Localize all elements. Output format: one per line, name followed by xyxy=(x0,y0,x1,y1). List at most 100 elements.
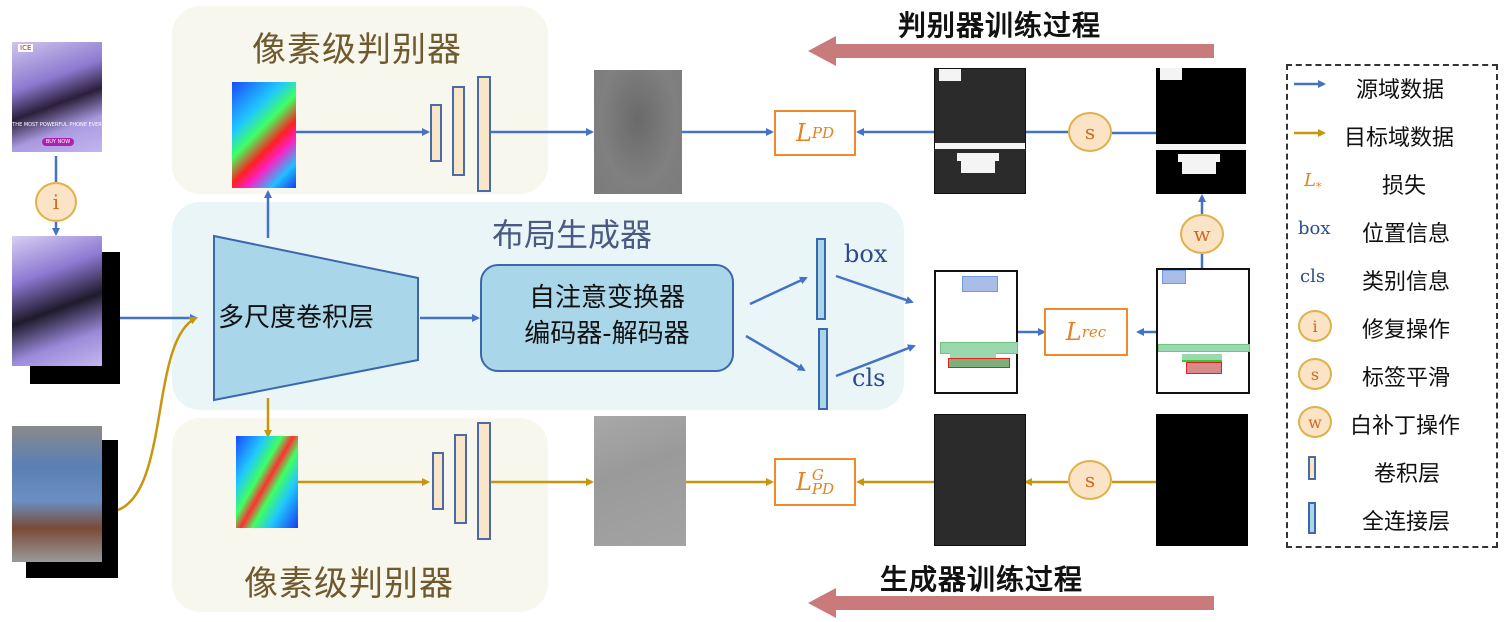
conv-layer-bottom-3 xyxy=(477,422,491,540)
loss-rec-sub: rec xyxy=(1081,323,1107,341)
inpaint-op-circle: i xyxy=(35,182,77,222)
ground-truth-layout-canvas xyxy=(1156,268,1250,394)
label-smooth-circle-bottom: s xyxy=(1068,460,1112,500)
disc-bottom-title: 像素级判别器 xyxy=(244,564,454,604)
loss-rec-main: L xyxy=(1065,318,1082,346)
arrow-transformer-to-cls-fc xyxy=(745,334,806,372)
source-poster-image: ICE THE MOST POWERFUL PHONE EVER BUY NOW xyxy=(12,42,102,152)
conv-layer-top-2 xyxy=(452,86,465,176)
conv-layer-bottom-2 xyxy=(454,434,467,524)
transformer-label-line1: 自注意变换器 xyxy=(528,283,685,313)
transformer-label-line2: 编码器-解码器 xyxy=(524,319,690,349)
arrow-transformer-to-box-fc xyxy=(749,276,808,306)
legend-label: 全连接层 xyxy=(1362,510,1451,535)
legend-label: 修复操作 xyxy=(1362,318,1451,343)
loss-pdg-sup: G xyxy=(811,466,824,484)
white-patch-circle: w xyxy=(1180,214,1224,254)
smoothed-layout-mask-top xyxy=(934,68,1026,194)
legend-smooth-icon: s xyxy=(1298,358,1332,390)
gt-layout-button-box xyxy=(1186,362,1222,374)
smoothed-black-mask xyxy=(934,414,1026,546)
legend-label: 类别信息 xyxy=(1362,270,1451,295)
black-mask-target xyxy=(1156,414,1248,546)
generated-layout-canvas xyxy=(934,270,1018,394)
conv-layer-bottom-1 xyxy=(432,452,444,510)
legend-item-source: 源域数据 xyxy=(1288,68,1496,108)
gt-layout-logo-box xyxy=(1162,270,1186,284)
legend-item-fc: 全连接层 xyxy=(1288,500,1496,540)
bottom-saliency-heatmap xyxy=(236,436,298,528)
legend-label: 白补丁操作 xyxy=(1350,414,1461,439)
generator-training-arrow xyxy=(808,588,1214,618)
legend-label: 标签平滑 xyxy=(1362,366,1451,391)
poster-logo: ICE xyxy=(18,44,34,52)
cls-output-label: cls xyxy=(852,364,886,392)
legend-fc-icon xyxy=(1308,502,1316,534)
multiscale-conv-label: 多尺度卷积层 xyxy=(218,303,375,333)
poster-buy-button: BUY NOW xyxy=(42,138,74,146)
gt-mask-button-block xyxy=(1182,162,1216,174)
legend-item-conv: 卷积层 xyxy=(1288,452,1496,492)
generator-title: 布局生成器 xyxy=(492,216,653,254)
mask-text-bar xyxy=(935,143,1025,149)
layout-button-box xyxy=(948,358,1010,368)
gt-mask-text-bar xyxy=(1156,144,1246,150)
gt-mask-underlay-block xyxy=(1178,154,1220,162)
legend-label: 损失 xyxy=(1382,174,1427,199)
legend-box-icon: box xyxy=(1298,218,1331,239)
legend-item-inpaint: i 修复操作 xyxy=(1288,308,1496,348)
poster-caption: THE MOST POWERFUL PHONE EVER xyxy=(12,122,102,128)
layout-underlay-box xyxy=(950,352,996,358)
legend-item-box: box 位置信息 xyxy=(1288,212,1496,252)
layout-logo-box xyxy=(962,276,998,292)
discriminator-training-arrow xyxy=(808,36,1214,66)
conv-layer-top-3 xyxy=(477,76,491,192)
legend-inpaint-icon: i xyxy=(1298,310,1332,342)
loss-pdg-main: L xyxy=(795,468,812,496)
loss-pd-main: L xyxy=(795,119,812,147)
legend-label: 卷积层 xyxy=(1374,462,1441,487)
multiscale-conv-block xyxy=(213,234,419,402)
conv-layer-top-1 xyxy=(430,104,442,162)
fc-layer-cls xyxy=(818,328,828,410)
mask-button-block xyxy=(961,161,995,173)
disc-top-title: 像素级判别器 xyxy=(252,30,462,70)
legend-item-cls: cls 类别信息 xyxy=(1288,260,1496,300)
discriminator-training-title: 判别器训练过程 xyxy=(898,9,1102,42)
legend-loss-icon: L* xyxy=(1304,170,1322,194)
fc-layer-box xyxy=(816,238,826,320)
legend-label: 目标域数据 xyxy=(1344,126,1455,151)
legend-item-white-patch: w 白补丁操作 xyxy=(1288,404,1496,444)
ground-truth-mask-top xyxy=(1156,68,1246,194)
mask-logo-block xyxy=(939,69,961,81)
loss-pd-sub: PD xyxy=(811,124,835,142)
loss-pdg-sub: PD xyxy=(811,480,835,498)
legend-item-smooth: s 标签平滑 xyxy=(1288,356,1496,396)
bottom-discriminator-output xyxy=(594,416,686,546)
legend-item-loss: L* 损失 xyxy=(1288,164,1496,204)
arrow-box-to-layout xyxy=(835,274,914,304)
generator-training-title: 生成器训练过程 xyxy=(880,563,1084,596)
target-domain-image xyxy=(12,426,102,562)
legend-white-patch-icon: w xyxy=(1298,406,1332,438)
legend-cls-icon: cls xyxy=(1300,266,1326,287)
legend-label: 位置信息 xyxy=(1362,222,1451,247)
legend-box: 源域数据 目标域数据 L* 损失 box 位置信息 cls 类别信息 i 修复操… xyxy=(1286,64,1498,548)
top-saliency-heatmap xyxy=(232,82,296,188)
transformer-block: 自注意变换器 编码器-解码器 xyxy=(480,264,734,372)
legend-item-target: 目标域数据 xyxy=(1288,116,1496,156)
gt-layout-text-box xyxy=(1158,344,1250,352)
top-discriminator-output xyxy=(594,70,682,194)
legend-label: 源域数据 xyxy=(1356,78,1445,103)
gt-mask-logo-block xyxy=(1160,68,1182,80)
arrow-cls-to-layout xyxy=(835,344,916,378)
mask-underlay-block xyxy=(957,153,999,161)
label-smooth-circle-top: s xyxy=(1068,112,1112,152)
legend-conv-icon xyxy=(1308,456,1316,480)
box-output-label: box xyxy=(844,240,888,268)
gt-layout-underlay-box xyxy=(1182,354,1222,362)
